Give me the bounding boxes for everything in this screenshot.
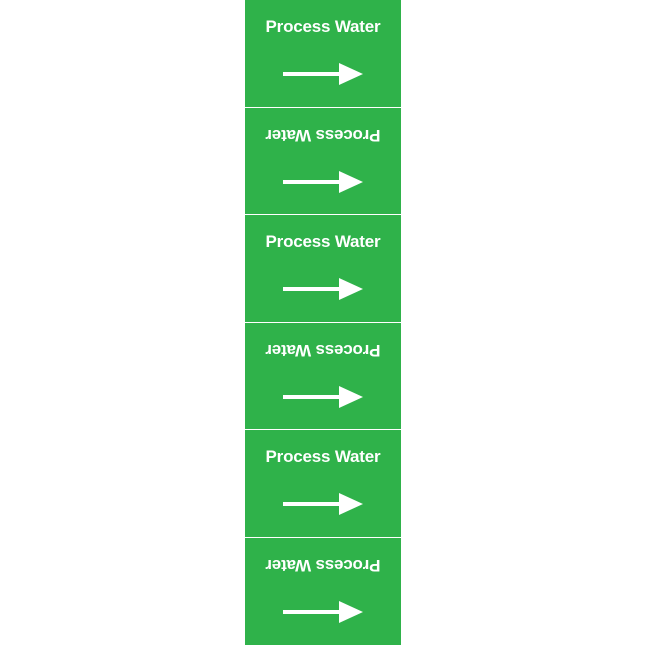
label-text: Process Water [265, 340, 381, 360]
pipe-marker-label: Process Water [245, 0, 401, 108]
label-text: Process Water [265, 555, 381, 575]
pipe-marker-label: Process Water [245, 107, 401, 215]
arrow-right-icon [283, 385, 363, 408]
arrow-right-icon [283, 493, 363, 515]
pipe-marker-label: Process Water [245, 537, 401, 645]
label-text: Process Water [265, 125, 381, 145]
arrow-right-icon [283, 170, 363, 193]
pipe-marker-label: Process Water [245, 430, 401, 538]
label-text: Process Water [265, 447, 381, 466]
label-text: Process Water [265, 232, 381, 251]
arrow-right-icon [283, 63, 363, 85]
pipe-marker-label: Process Water [245, 322, 401, 430]
arrow-right-icon [283, 600, 363, 623]
pipe-marker-strip: Process Water Process Water Process Wate… [245, 0, 401, 645]
pipe-marker-label: Process Water [245, 215, 401, 323]
arrow-right-icon [283, 278, 363, 300]
label-text: Process Water [265, 17, 381, 36]
